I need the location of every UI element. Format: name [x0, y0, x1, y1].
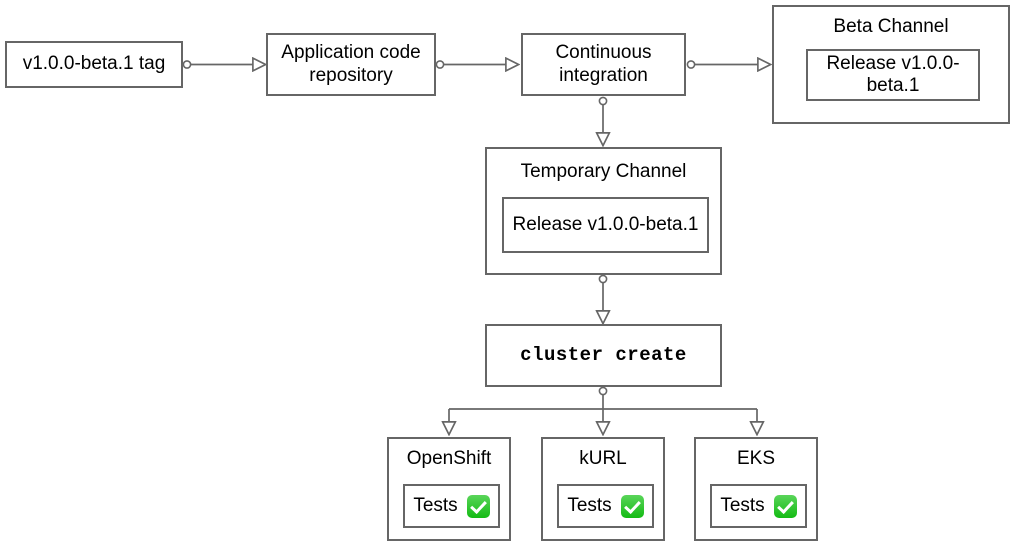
- openshift-tests-row: Tests: [413, 494, 490, 518]
- node-continuous-integration-label: Continuous integration: [555, 42, 651, 88]
- group-temporary-channel[interactable]: Temporary Channel Release v1.0.0-beta.1: [485, 147, 722, 275]
- beta-channel-release-label: Release v1.0.0-beta.1: [826, 53, 960, 96]
- eks-tests-row: Tests: [720, 494, 797, 518]
- node-cluster-create[interactable]: cluster create: [485, 324, 722, 387]
- white-check-mark-icon: [466, 494, 490, 518]
- group-beta-channel[interactable]: Beta Channel Release v1.0.0-beta.1: [772, 5, 1010, 124]
- group-kurl-title: kURL: [579, 448, 627, 469]
- ci-label-line2: integration: [559, 64, 648, 86]
- eks-tests-box[interactable]: Tests: [710, 484, 807, 528]
- openshift-tests-label: Tests: [413, 495, 458, 516]
- repo-label-line2: repository: [309, 64, 393, 86]
- beta-channel-release-box[interactable]: Release v1.0.0-beta.1: [806, 49, 980, 101]
- node-application-code-repository[interactable]: Application code repository: [266, 33, 436, 96]
- node-version-tag-label: v1.0.0-beta.1 tag: [22, 53, 166, 75]
- group-eks[interactable]: EKS Tests: [694, 437, 818, 541]
- ci-label-line1: Continuous: [555, 41, 652, 63]
- white-check-mark-icon: [773, 494, 797, 518]
- group-beta-channel-title: Beta Channel: [833, 16, 949, 37]
- node-cluster-create-label: cluster create: [520, 344, 687, 367]
- node-version-tag[interactable]: v1.0.0-beta.1 tag: [5, 41, 183, 88]
- group-kurl[interactable]: kURL Tests: [541, 437, 665, 541]
- group-openshift-title: OpenShift: [406, 448, 492, 469]
- node-application-code-repository-label: Application code repository: [281, 42, 420, 88]
- openshift-tests-box[interactable]: Tests: [403, 484, 500, 528]
- group-eks-title: EKS: [736, 448, 776, 469]
- node-continuous-integration[interactable]: Continuous integration: [521, 33, 686, 96]
- temporary-channel-release-box[interactable]: Release v1.0.0-beta.1: [502, 197, 709, 253]
- group-temporary-channel-title: Temporary Channel: [520, 161, 687, 182]
- kurl-tests-label: Tests: [567, 495, 612, 516]
- temporary-channel-release-label: Release v1.0.0-beta.1: [512, 214, 699, 235]
- kurl-tests-row: Tests: [567, 494, 644, 518]
- eks-tests-label: Tests: [720, 495, 765, 516]
- repo-label-line1: Application code: [281, 41, 421, 63]
- kurl-tests-box[interactable]: Tests: [557, 484, 654, 528]
- white-check-mark-icon: [620, 494, 644, 518]
- group-openshift[interactable]: OpenShift Tests: [387, 437, 511, 541]
